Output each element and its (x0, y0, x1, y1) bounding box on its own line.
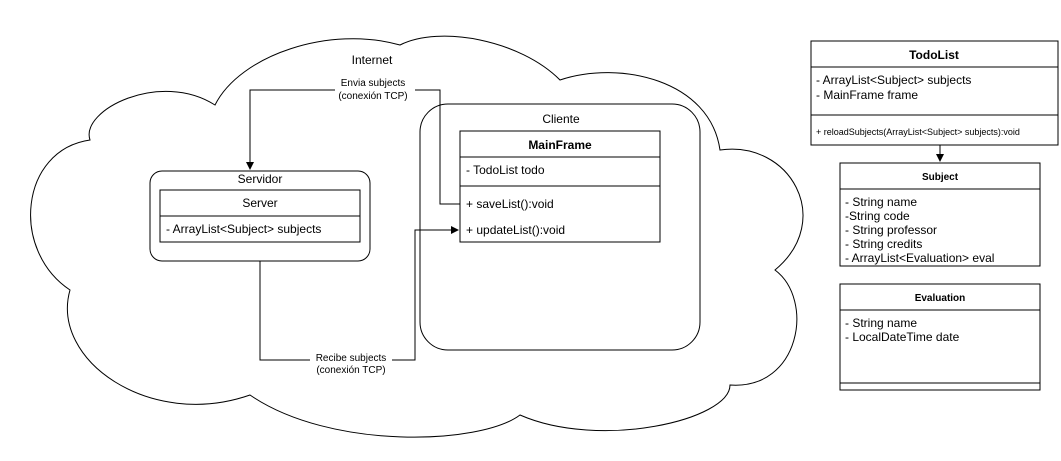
todolist-method-reloadsubjects: + reloadSubjects(ArrayList<Subject> subj… (816, 127, 1020, 137)
send-arrow (246, 89, 460, 205)
mainframe-method-savelist: + saveList():void (466, 197, 554, 211)
evaluation-attribute-name: - String name (845, 316, 917, 330)
subject-class-name: Subject (922, 172, 959, 183)
mainframe-class-name: MainFrame (528, 138, 592, 152)
subject-class-box (839, 162, 1041, 267)
receive-label-line2: (conexión TCP) (316, 365, 385, 376)
subject-attribute-name: - String name (845, 195, 917, 209)
subject-attribute-credits: - String credits (845, 237, 922, 251)
receive-arrow (259, 226, 459, 361)
subject-attribute-eval: - ArrayList<Evaluation> eval (845, 251, 994, 265)
mainframe-attribute: - TodoList todo (466, 163, 545, 177)
servidor-label: Servidor (238, 172, 283, 186)
evaluation-attribute-date: - LocalDateTime date (845, 330, 960, 344)
mainframe-method-updatelist: + updateList():void (466, 223, 565, 237)
cliente-label: Cliente (542, 112, 580, 126)
evaluation-class-box (839, 283, 1041, 391)
server-attribute: - ArrayList<Subject> subjects (166, 222, 321, 236)
evaluation-class-name: Evaluation (915, 293, 966, 304)
subject-attribute-professor: - String professor (845, 223, 937, 237)
server-class-name: Server (242, 196, 277, 210)
todolist-attribute-frame: - MainFrame frame (816, 88, 918, 102)
send-label-line2: (conexión TCP) (338, 91, 407, 102)
todolist-class-box (810, 40, 1059, 146)
subject-attribute-code: -String code (845, 209, 910, 223)
send-label-line1: Envia subjects (341, 78, 405, 89)
todolist-attribute-subjects: - ArrayList<Subject> subjects (816, 73, 971, 87)
cloud-label: Internet (352, 53, 393, 67)
todolist-class-name: TodoList (909, 48, 959, 62)
receive-label-line1: Recibe subjects (316, 353, 387, 364)
